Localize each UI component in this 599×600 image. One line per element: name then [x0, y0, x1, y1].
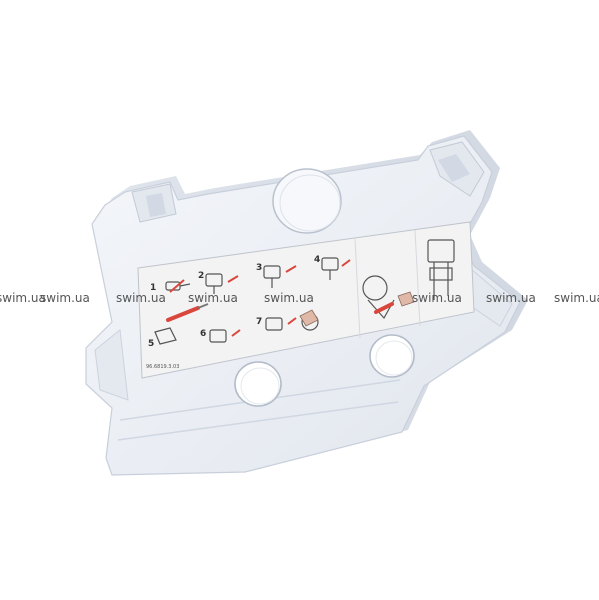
step-5: 5 [148, 339, 154, 349]
tool-illustration [154, 239, 455, 345]
step-2: 2 [198, 271, 204, 281]
step-6: 6 [200, 329, 206, 339]
step-1: 1 [150, 283, 156, 293]
watermark-1: swim.ua [0, 291, 46, 305]
watermark-7: swim.ua [486, 291, 536, 305]
step-3: 3 [256, 263, 262, 273]
step-4: 4 [314, 255, 320, 265]
step-7: 7 [256, 317, 262, 327]
part-code: 96.6819.3.03 [146, 364, 179, 370]
watermark-8: swim.ua [554, 291, 599, 305]
lower-hole-right [369, 334, 415, 378]
instruction-label: 1 2 3 4 5 6 7 96.6819.3.03 [137, 221, 475, 379]
watermark-4: swim.ua [188, 291, 238, 305]
right-tab-notch [438, 154, 470, 182]
top-knockout [272, 168, 342, 234]
left-tab-notch [146, 193, 166, 217]
watermark-2: swim.ua [40, 291, 90, 305]
hand-illustration [299, 291, 415, 327]
valve-illustration [169, 259, 351, 337]
lower-hole-left [234, 361, 282, 407]
watermark-6: swim.ua [412, 291, 462, 305]
screwdriver-illustration [166, 302, 394, 322]
watermark-5: swim.ua [264, 291, 314, 305]
side-rib-left [94, 329, 129, 401]
watermark-3: swim.ua [116, 291, 166, 305]
